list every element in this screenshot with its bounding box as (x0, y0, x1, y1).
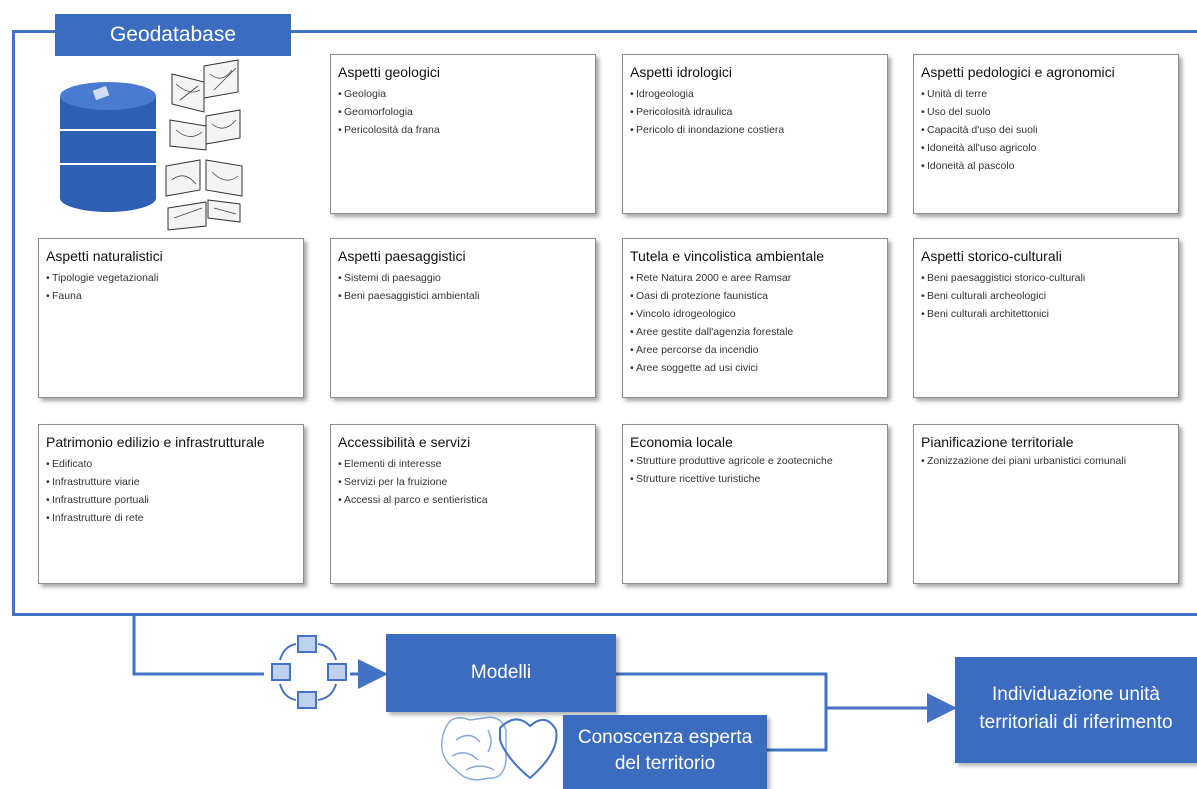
list-item: Vincolo idrogeologico (630, 305, 880, 323)
list-item: Geologia (338, 85, 588, 103)
list-item: Pericolosità da frana (338, 121, 588, 139)
expert-knowledge-box: Conoscenza esperta del territorio (563, 715, 767, 789)
list-item: Uso del suolo (921, 103, 1171, 121)
list-item: Beni paesaggistici ambientali (338, 287, 588, 305)
list-item: Accessi al parco e sentieristica (338, 491, 588, 509)
list-item: Infrastrutture viarie (46, 473, 296, 491)
card-aspetti-naturalistici: Aspetti naturalistici Tipologie vegetazi… (38, 238, 304, 398)
list-item: Pericolo di inondazione costiera (630, 121, 880, 139)
card-title: Tutela e vincolistica ambientale (630, 248, 825, 264)
list-item: Infrastrutture portuali (46, 491, 296, 509)
list-item: Aree gestite dall'agenzia forestale (630, 323, 880, 341)
card-title: Aspetti storico-culturali (921, 248, 1062, 264)
models-box: Modelli (386, 634, 616, 712)
list-item: Aree percorse da incendio (630, 341, 880, 359)
list-item: Beni paesaggistici storico-culturali (921, 269, 1171, 287)
list-item: Beni culturali archeologici (921, 287, 1171, 305)
list-item: Strutture produttive agricole e zootecni… (630, 455, 880, 467)
list-item: Edificato (46, 455, 296, 473)
list-item: Tipologie vegetazionali (46, 269, 296, 287)
expert-knowledge-line-1: Conoscenza esperta (577, 727, 753, 748)
list-item: Aree soggette ad usi civici (630, 359, 880, 377)
list-item: Beni culturali architettonici (921, 305, 1171, 323)
card-accessibilita-servizi: Accessibilità e servizi Elementi di inte… (330, 424, 596, 584)
card-title: Aspetti idrologici (630, 64, 732, 80)
card-aspetti-pedologici: Aspetti pedologici e agronomici Unità di… (913, 54, 1179, 214)
brain-heart-icon (441, 716, 558, 781)
card-title: Patrimonio edilizio e infrastrutturale (46, 434, 265, 450)
list-item: Elementi di interesse (338, 455, 588, 473)
card-tutela-vincolistica: Tutela e vincolistica ambientale Rete Na… (622, 238, 888, 398)
card-title: Aspetti pedologici e agronomici (921, 64, 1115, 80)
card-aspetti-storico-culturali: Aspetti storico-culturali Beni paesaggis… (913, 238, 1179, 398)
card-title: Aspetti paesaggistici (338, 248, 466, 264)
geodatabase-title: Geodatabase (55, 14, 291, 56)
list-item: Pericolosità idraulica (630, 103, 880, 121)
list-item: Geomorfologia (338, 103, 588, 121)
reference-units-box: Individuazione unità territoriali di rif… (955, 657, 1197, 763)
card-patrimonio-edilizio: Patrimonio edilizio e infrastrutturale E… (38, 424, 304, 584)
list-item: Strutture ricettive turistiche (630, 470, 880, 488)
list-item: Infrastrutture di rete (46, 509, 296, 527)
card-title: Economia locale (630, 434, 733, 450)
card-economia-locale: Economia locale Strutture produttive agr… (622, 424, 888, 584)
expert-knowledge-line-2: del territorio (614, 753, 716, 774)
card-aspetti-paesaggistici: Aspetti paesaggistici Sistemi di paesagg… (330, 238, 596, 398)
process-cycle-icon (271, 635, 347, 709)
list-item: Idrogeologia (630, 85, 880, 103)
card-pianificazione-territoriale: Pianificazione territoriale Zonizzazione… (913, 424, 1179, 584)
list-item: Oasi di protezione faunistica (630, 287, 880, 305)
geodatabase-frame (12, 30, 1197, 616)
list-item: Servizi per la fruizione (338, 473, 588, 491)
list-item: Idoneità all'uso agricolo (921, 139, 1171, 157)
card-aspetti-geologici: Aspetti geologici Geologia Geomorfologia… (330, 54, 596, 214)
list-item: Sistemi di paesaggio (338, 269, 588, 287)
card-title: Aspetti geologici (338, 64, 440, 80)
list-item: Unità di terre (921, 85, 1171, 103)
list-item: Rete Natura 2000 e aree Ramsar (630, 269, 880, 287)
reference-units-line-1: Individuazione unità (992, 684, 1160, 705)
card-aspetti-idrologici: Aspetti idrologici Idrogeologia Pericolo… (622, 54, 888, 214)
list-item: Zonizzazione dei piani urbanistici comun… (921, 455, 1171, 467)
reference-units-line-2: territoriali di riferimento (979, 712, 1173, 733)
connector-frame-to-cycle (132, 616, 264, 676)
card-title: Pianificazione territoriale (921, 434, 1074, 450)
card-title: Aspetti naturalistici (46, 248, 163, 264)
card-title: Accessibilità e servizi (338, 434, 471, 450)
list-item: Capacità d'uso dei suoli (921, 121, 1171, 139)
list-item: Idoneità al pascolo (921, 157, 1171, 175)
list-item: Fauna (46, 287, 296, 305)
